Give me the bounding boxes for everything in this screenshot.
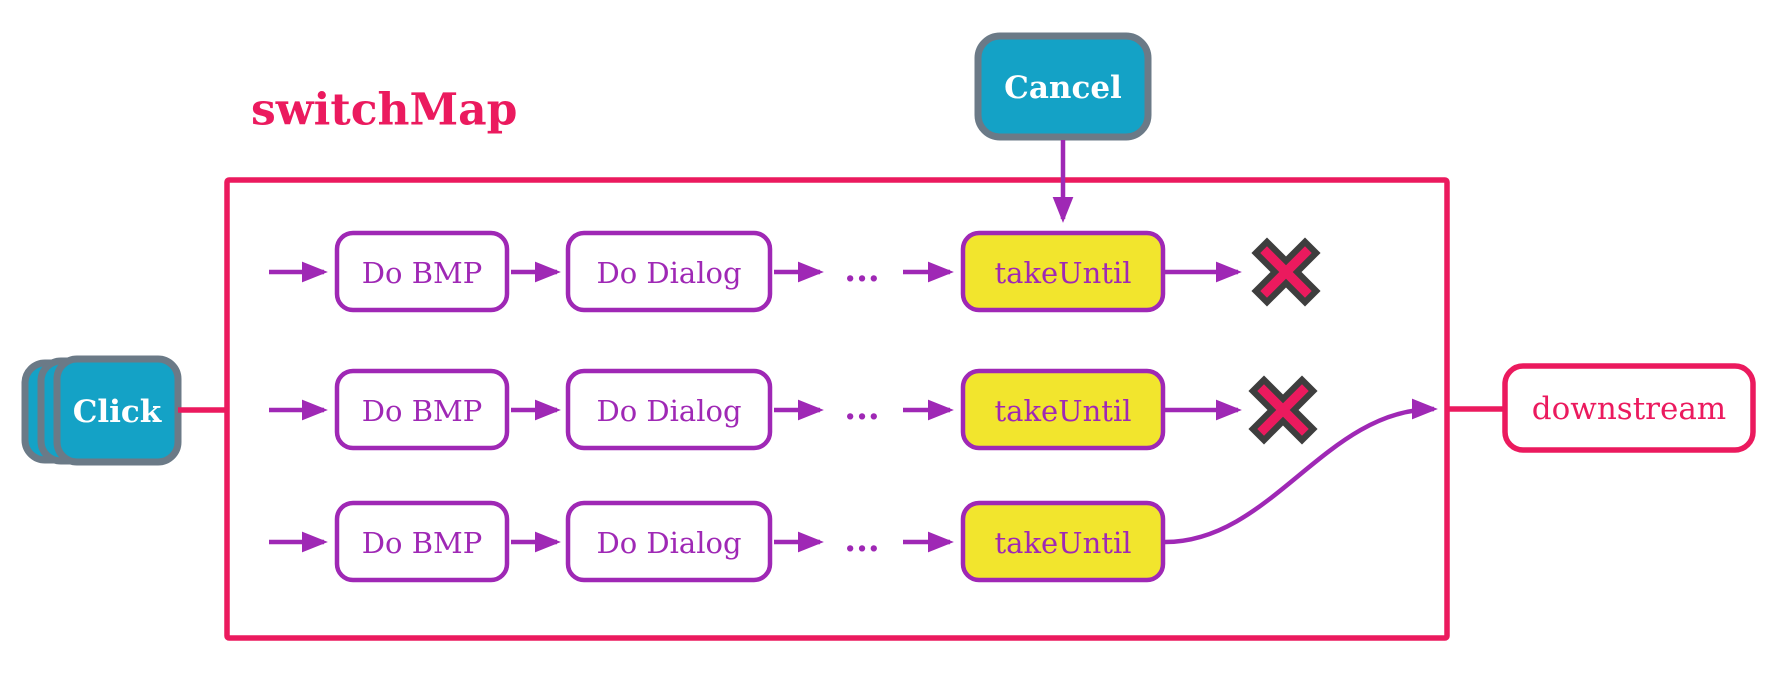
row2-do-dialog-label: Do Dialog	[596, 394, 741, 428]
downstream-node: downstream	[1502, 363, 1756, 453]
downstream-box	[1502, 363, 1756, 453]
row3-do-bmp-label: Do BMP	[362, 526, 482, 560]
downstream-label: downstream	[1532, 391, 1726, 427]
row3-do-bmp-box	[334, 500, 510, 583]
row3-takeuntil-box	[960, 500, 1166, 583]
flow-row-1: Do BMP Do Dialog ... takeUntil	[269, 230, 1321, 313]
row2-takeuntil-box	[960, 368, 1166, 451]
cancel-node: Cancel	[974, 32, 1152, 141]
row1-ellipsis: ...	[844, 250, 880, 290]
click-node: Click	[21, 355, 182, 466]
row1-takeuntil-box	[960, 230, 1166, 313]
row2-do-bmp-label: Do BMP	[362, 394, 482, 428]
row1-cancelled-x-icon	[1251, 237, 1321, 307]
row3-do-dialog-box	[565, 500, 773, 583]
row2-ellipsis: ...	[844, 388, 880, 428]
row2-do-dialog-box	[565, 368, 773, 451]
row1-do-dialog-box	[565, 230, 773, 313]
row3-do-dialog-label: Do Dialog	[596, 526, 741, 560]
cancel-box	[974, 32, 1152, 141]
row2-cancelled-x-icon	[1248, 375, 1318, 445]
row3-curve-to-downstream	[1164, 398, 1438, 545]
row3-takeuntil-label: takeUntil	[995, 526, 1132, 560]
row2-do-bmp-box	[334, 368, 510, 451]
row1-do-dialog-label: Do Dialog	[596, 256, 741, 290]
row3-ellipsis: ...	[844, 520, 880, 560]
diagram-title: switchMap	[251, 85, 517, 136]
row1-do-bmp-box	[334, 230, 510, 313]
flow-row-2: Do BMP Do Dialog ... takeUntil	[269, 368, 1318, 451]
row2-takeuntil-label: takeUntil	[995, 394, 1132, 428]
row1-do-bmp-label: Do BMP	[362, 256, 482, 290]
row1-takeuntil-label: takeUntil	[995, 256, 1132, 290]
cancel-label: Cancel	[1004, 70, 1122, 106]
click-label: Click	[73, 394, 163, 430]
flow-row-3: Do BMP Do Dialog ... takeUntil	[269, 398, 1438, 583]
